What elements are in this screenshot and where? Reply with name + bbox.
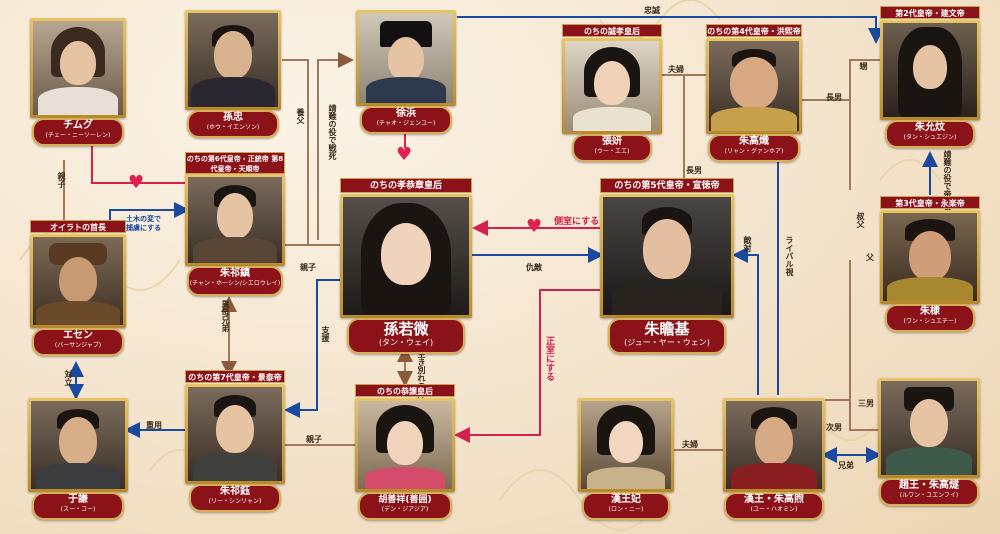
- label-zhiyuan: 支援: [321, 326, 330, 342]
- card-zhangyan[interactable]: のちの誠孝皇后 張妍 (ウー・エエ): [562, 24, 662, 172]
- card-zhugaoxu[interactable]: 漢王・朱高煦 (ユー・ハオミン): [723, 398, 825, 528]
- name-plate: 朱祁鎮 (チャン・ホーシン/シエロウレイ): [187, 266, 283, 296]
- name-plate: 漢王・朱高煦 (ユー・ハオミン): [724, 492, 824, 520]
- label-tumu-2: 捕虜にする: [126, 224, 162, 232]
- line-didui: [732, 247, 759, 395]
- card-xubin[interactable]: 徐浜 (チャオ・ジェンユー): [356, 10, 456, 144]
- name-plate: 孫忠 (ホウ・イエンソン): [187, 110, 279, 138]
- label-zhengshi: 正室にする: [544, 336, 554, 381]
- label-shu: 甥: [859, 62, 868, 70]
- label-changnan2: 長男: [826, 93, 842, 102]
- name-plate: 朱允炆 (タン・シュエジン): [885, 120, 975, 148]
- card-zhuyunwen[interactable]: 第2代皇帝・建文帝 朱允炆 (タン・シュエジン): [880, 6, 980, 154]
- line-tumu: [109, 202, 190, 222]
- label-oyako2: 親子: [300, 263, 316, 272]
- name-plate: 漢王妃 (ロン・ニー): [582, 492, 670, 520]
- name-plate: 張妍 (ウー・エエ): [572, 134, 652, 162]
- card-chimug[interactable]: チムグ (チェー・ニーソーレン): [30, 18, 126, 158]
- label-zhongyong: 重用: [146, 421, 162, 430]
- label-cinan: 次男: [826, 423, 842, 432]
- label-changnan: 長男: [686, 166, 702, 175]
- label-oyako3: 親子: [306, 435, 322, 444]
- card-zhuqizhen[interactable]: のちの第6代皇帝・正統帝 第8代皇帝・天順帝 朱祁鎮 (チャン・ホーシン/シエロ…: [185, 152, 285, 302]
- line-zhengshi: [454, 289, 600, 443]
- label-fuqi2: 夫婦: [682, 440, 698, 449]
- line-zhuyunwen: [849, 59, 880, 100]
- name-plate: 朱高熾 (リャン・グァンホア): [708, 134, 800, 162]
- line-chimug-zhuqizhen: [91, 145, 186, 184]
- label-rival: ライバル視: [785, 236, 794, 276]
- label-didui: 敵対: [743, 236, 752, 252]
- name-plate: エセン (バーサンジャブ): [32, 328, 124, 356]
- card-sunzhong[interactable]: 孫忠 (ホウ・イエンソン): [185, 10, 281, 150]
- line-zhudi-zhugaosui: [849, 260, 880, 431]
- card-hanwangfei[interactable]: 漢王妃 (ロン・ニー): [578, 398, 674, 528]
- label-duili: 対立: [64, 370, 73, 386]
- name-plate: 朱瞻基 (ジュー・ヤー・ウェン): [608, 318, 726, 354]
- label-xiongdi: 兄弟: [838, 461, 854, 470]
- heart-icon: ♥: [128, 172, 145, 193]
- card-hushanxiang[interactable]: のちの恭譲皇后 胡善祥(善囲) (デン・ジアジア): [355, 384, 455, 530]
- label-zhongcheng: 忠誠: [644, 6, 660, 15]
- name-plate: 朱祁鈺 (リー・シンリャン): [189, 484, 281, 512]
- line-zhiyuan: [284, 279, 340, 418]
- label-shengbie: 生き別れの姉妹: [417, 350, 426, 406]
- card-yuqian[interactable]: 于謙 (スー・コー): [28, 398, 128, 528]
- heart-icon: ♥: [396, 144, 413, 165]
- card-sunruowei[interactable]: のちの孝恭章皇后 孫若微 (タン・ウェイ): [340, 178, 472, 356]
- line-zhongcheng: [457, 16, 884, 44]
- name-plate: 徐浜 (チャオ・ジェンユー): [360, 106, 452, 134]
- label-yimuxiongdi: 異母兄弟: [221, 300, 230, 332]
- name-plate: 趙王・朱高燧 (ルワン・ユエンフイ): [879, 478, 979, 506]
- line-zhugaochi-zhudi: [798, 99, 851, 190]
- label-qiudi: 仇敵: [526, 263, 542, 272]
- label-yangfu: 養父: [296, 108, 305, 124]
- label-side: 側室にする: [554, 217, 600, 227]
- card-zhugaochi[interactable]: のちの第4代皇帝・洪熙帝 朱高熾 (リャン・グァンホア): [706, 24, 802, 172]
- card-esen[interactable]: オイラトの首長 エセン (バーサンジャブ): [30, 220, 126, 360]
- card-zhuzhanji[interactable]: のちの第5代皇帝・宣徳帝 朱瞻基 (ジュー・ヤー・ウェン): [600, 178, 734, 356]
- card-zhugaosui[interactable]: 趙王・朱高燧 (ルワン・ユエンフイ): [878, 378, 980, 524]
- line-jingnan-xubin: [317, 52, 354, 240]
- card-zhuqiyu[interactable]: のちの第7代皇帝・景泰帝 朱祁鈺 (リー・シンリャン): [185, 370, 285, 528]
- name-plate: 孫若微 (タン・ウェイ): [347, 318, 465, 354]
- name-plate: チムグ (チェー・ニーソーレン): [32, 118, 124, 146]
- name-plate: 胡善祥(善囲) (デン・ジアジア): [358, 492, 452, 520]
- label-fu: 父: [866, 253, 874, 262]
- heart-icon: ♥: [526, 216, 543, 237]
- name-plate: 朱棣 (ワン・シュエチー): [885, 304, 975, 332]
- card-zhudi[interactable]: 第3代皇帝・永楽帝 朱棣 (ワン・シュエチー): [880, 196, 980, 340]
- label-shufu: 叔父: [856, 212, 865, 228]
- name-plate: 于謙 (スー・コー): [32, 492, 124, 520]
- label-oyako1: 親子: [57, 172, 66, 188]
- label-tumu-1: 土木の変で: [126, 215, 161, 223]
- label-fuqi1: 夫婦: [668, 65, 684, 74]
- label-jingnan: 靖難の役で戦死: [328, 104, 337, 160]
- label-sannan: 三男: [858, 399, 874, 408]
